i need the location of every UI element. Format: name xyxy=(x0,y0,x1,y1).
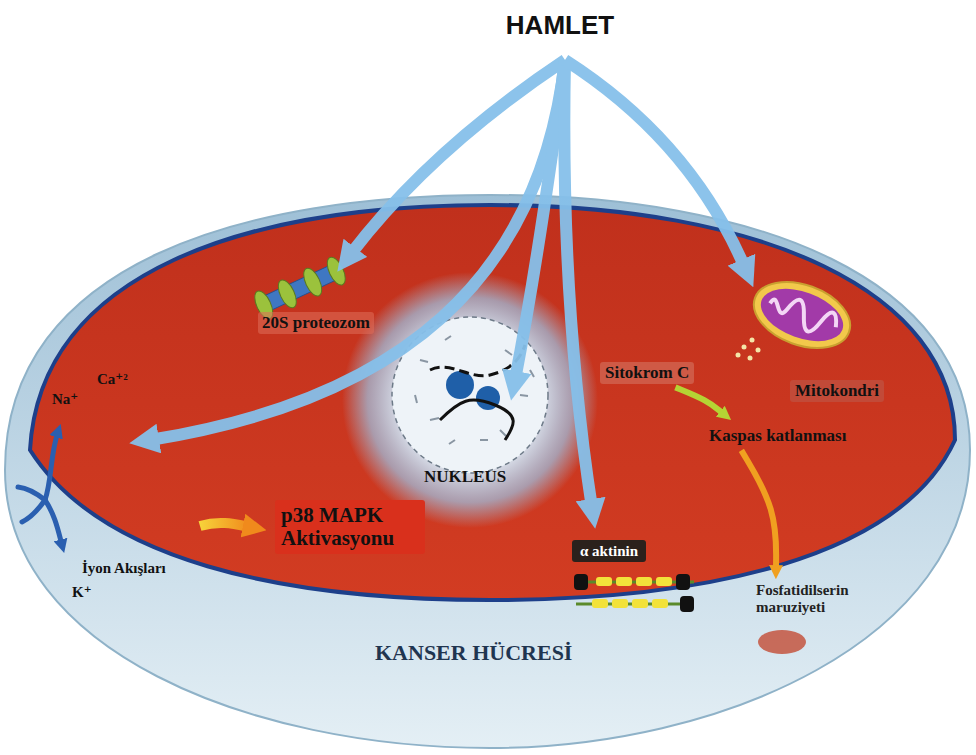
actinin-block xyxy=(574,574,588,590)
component-label: α aktinin xyxy=(580,542,638,560)
hamlet-arrow xyxy=(515,60,565,380)
component-label: NUKLEUS xyxy=(424,467,506,487)
chromosome xyxy=(446,371,474,399)
ion-label: K⁺ xyxy=(72,583,92,601)
proteasome-ring xyxy=(251,288,276,321)
filament-segment xyxy=(596,577,612,586)
filament-segment xyxy=(632,599,648,608)
ion-label: Ca⁺² xyxy=(97,370,128,388)
actin-filament xyxy=(574,574,694,612)
component-label: p38 MAPK Aktivasyonu xyxy=(281,504,419,550)
mitochondrion-inner xyxy=(754,279,851,352)
ion-channel-symbol xyxy=(18,432,62,545)
nucleus-figure xyxy=(342,272,598,528)
cell-component: Fosfatidilserin maruziyeti xyxy=(752,580,872,619)
mitochondrion-cristae xyxy=(765,291,840,340)
title-box: HAMLET xyxy=(440,10,680,41)
component-label: 20S proteozom xyxy=(262,313,370,333)
label-box: İyon Akışları xyxy=(82,560,166,577)
cell-shape xyxy=(5,195,970,748)
cell-component: Sitokrom C xyxy=(600,362,694,384)
component-label: Fosfatidilserin maruziyeti xyxy=(756,582,868,617)
mitochondrion-outer xyxy=(745,270,859,361)
cell-component: α aktinin xyxy=(572,540,646,562)
pathway-arrow xyxy=(675,387,722,413)
mitochondrion-figure xyxy=(745,270,859,361)
component-label: Sitokrom C xyxy=(605,363,689,383)
actinin-block xyxy=(680,596,694,612)
label-box: Na⁺ xyxy=(52,390,78,408)
ion-arrow xyxy=(45,432,58,500)
proteasome-ring xyxy=(300,266,325,299)
cytochrome-dots xyxy=(736,338,761,361)
proteasome-figure xyxy=(251,255,349,322)
cytochrome-dot xyxy=(756,348,761,353)
phosphatidylserine-patch xyxy=(758,630,806,654)
filament-segment xyxy=(612,599,628,608)
filament-segment xyxy=(656,577,672,586)
component-label: Kaspas katlanması xyxy=(709,426,846,446)
proteasome-ring xyxy=(324,255,349,288)
cell-label: KANSER HÜCRESİ xyxy=(375,640,572,666)
ion-arrow xyxy=(22,500,45,522)
cytochrome-dot xyxy=(748,356,753,361)
proteasome-ring xyxy=(275,277,300,310)
cell-label-box: KANSER HÜCRESİ xyxy=(375,640,572,666)
hamlet-arrow xyxy=(564,60,592,508)
cell-component: Mitokondri xyxy=(790,380,884,402)
cell-component: p38 MAPK Aktivasyonu xyxy=(275,500,425,554)
filament-segment xyxy=(652,599,668,608)
signal-arrow xyxy=(200,523,250,527)
label-box: K⁺ xyxy=(72,583,92,601)
hamlet-arrow xyxy=(350,60,565,255)
dna-strand xyxy=(440,400,513,440)
hamlet-arrow xyxy=(150,60,565,440)
cytochrome-dot xyxy=(736,353,741,358)
cytochrome-dot xyxy=(750,338,755,343)
hamlet-arrow xyxy=(565,60,745,268)
cytochrome-dot xyxy=(742,345,747,350)
ion-label: İyon Akışları xyxy=(82,560,166,577)
filament-segment xyxy=(616,577,632,586)
cell-component: NUKLEUS xyxy=(420,466,510,488)
ion-label: Na⁺ xyxy=(52,390,78,408)
diagram-title: HAMLET xyxy=(440,10,680,41)
filament-segment xyxy=(636,577,652,586)
hamlet-arrows xyxy=(150,60,745,508)
cell-membrane xyxy=(5,195,970,748)
nucleus-glow xyxy=(342,272,598,528)
filament-segment xyxy=(592,599,608,608)
ion-arrow xyxy=(45,500,62,545)
ion-arrow xyxy=(18,487,45,500)
actinin-block xyxy=(676,574,690,590)
cell-component: Kaspas katlanması xyxy=(705,425,850,447)
pathway-arrow xyxy=(741,450,776,568)
cell-component: 20S proteozom xyxy=(258,312,374,334)
component-label: Mitokondri xyxy=(795,381,879,401)
label-box: Ca⁺² xyxy=(97,370,128,388)
